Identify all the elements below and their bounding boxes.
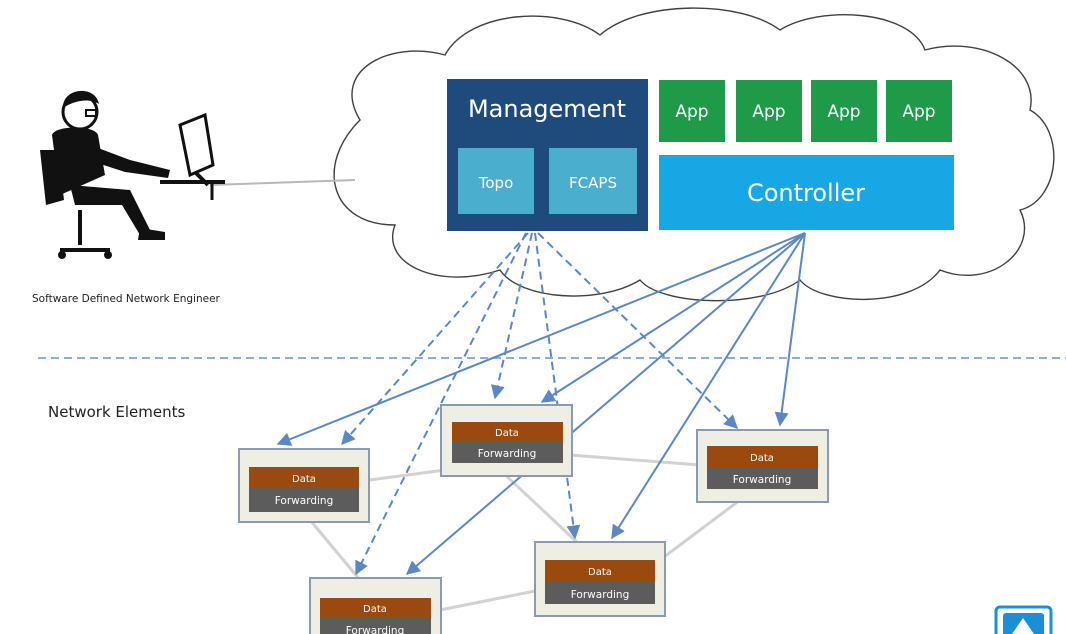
controller-arrows — [276, 232, 806, 575]
corner-logo-icon — [994, 605, 1053, 634]
app-label: App — [675, 102, 708, 122]
fcaps-label: FCAPS — [569, 174, 617, 192]
management-block: Management Topo FCAPS — [447, 79, 648, 231]
app-box — [811, 80, 877, 142]
device-data-label: Data — [363, 604, 387, 615]
device-data-label: Data — [750, 453, 774, 464]
engineer-label: Software Defined Network Engineer — [32, 293, 221, 305]
network-elements-label: Network Elements — [48, 403, 185, 421]
apps-row: App App App App — [659, 80, 952, 142]
app-box — [659, 80, 725, 142]
controller-label: Controller — [747, 179, 865, 207]
topo-module — [458, 148, 534, 214]
device-node: Data Forwarding — [238, 448, 370, 523]
management-arrows — [341, 232, 738, 576]
controller-block: Controller — [659, 155, 954, 230]
management-title: Management — [468, 95, 626, 123]
device-node: Data Forwarding — [309, 577, 442, 634]
app-box — [886, 80, 952, 142]
app-label: App — [827, 102, 860, 122]
cloud — [333, 7, 1055, 302]
device-node: Data Forwarding — [440, 404, 573, 477]
app-label: App — [752, 102, 785, 122]
topo-label: Topo — [478, 174, 514, 192]
app-label: App — [902, 102, 935, 122]
fcaps-module — [549, 148, 637, 214]
engineer-connection-line — [209, 179, 356, 186]
device-node: Data Forwarding — [696, 429, 829, 503]
device-forwarding-label: Forwarding — [346, 625, 404, 634]
device-node: Data Forwarding — [534, 541, 666, 617]
device-forwarding-label: Forwarding — [478, 448, 536, 460]
device-forwarding-label: Forwarding — [733, 474, 791, 486]
device-forwarding-label: Forwarding — [275, 495, 333, 507]
engineer-icon — [40, 90, 225, 259]
device-data-label: Data — [292, 474, 316, 485]
device-data-label: Data — [588, 567, 612, 578]
device-forwarding-label: Forwarding — [571, 589, 629, 601]
app-box — [736, 80, 802, 142]
device-data-label: Data — [495, 428, 519, 439]
